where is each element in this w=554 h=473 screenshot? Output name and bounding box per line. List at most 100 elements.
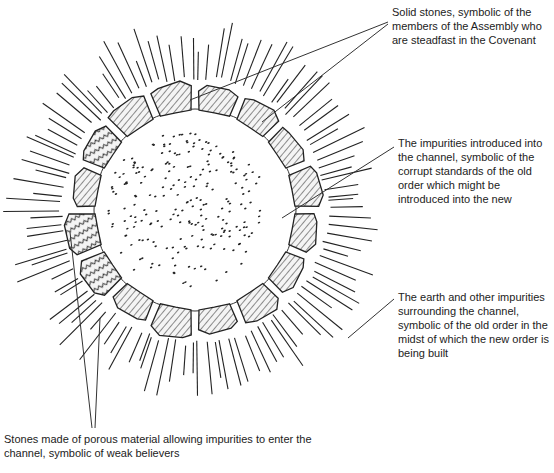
impurity-dot <box>185 140 188 143</box>
impurity-dot <box>182 282 185 285</box>
earth-line <box>17 261 69 282</box>
impurity-dot <box>118 176 121 179</box>
impurity-dot <box>155 210 158 213</box>
impurity-dot <box>194 224 197 227</box>
earth-line <box>49 118 82 139</box>
impurity-dot <box>258 209 261 212</box>
impurity-dot <box>186 166 189 169</box>
impurity-dot <box>154 245 157 248</box>
earth-line <box>55 278 78 292</box>
porous-stone <box>83 126 121 168</box>
earth-line <box>231 39 243 81</box>
impurity-dot <box>138 171 141 174</box>
impurity-dot <box>201 225 204 228</box>
impurity-dot <box>209 247 212 250</box>
earth-line <box>48 129 77 145</box>
impurity-dot <box>245 178 248 181</box>
impurity-dot <box>173 272 176 275</box>
impurity-dot <box>187 151 190 154</box>
impurity-dot <box>145 213 148 216</box>
callout-text: The earth and other impurities surroundi… <box>398 291 550 361</box>
impurity-dot <box>243 226 246 229</box>
earth-line <box>293 83 329 117</box>
impurity-dot <box>205 185 208 188</box>
impurity-dot <box>230 164 233 167</box>
solid-stone <box>199 304 238 334</box>
impurity-dot <box>126 227 129 230</box>
impurity-dot <box>125 234 128 237</box>
earth-line <box>157 36 167 82</box>
impurity-dot <box>112 190 115 193</box>
impurity-dot <box>247 163 250 166</box>
impurity-dot <box>146 238 149 241</box>
impurity-dot <box>183 246 186 249</box>
impurity-dot <box>168 170 171 173</box>
porous-stone <box>80 252 121 295</box>
impurity-dot <box>193 267 196 270</box>
impurity-dot <box>129 215 132 218</box>
earth-line <box>3 210 59 212</box>
impurity-dot <box>132 166 135 169</box>
leader-line <box>282 147 394 218</box>
earth-line <box>35 135 75 154</box>
impurity-dot <box>111 223 114 226</box>
impurity-dot <box>192 145 195 148</box>
earth-line <box>27 231 63 237</box>
earth-line <box>129 333 142 363</box>
impurity-dot <box>169 218 172 221</box>
earth-line <box>28 240 67 249</box>
solid-stone <box>289 166 323 206</box>
impurity-dot <box>221 207 224 210</box>
impurity-dot <box>206 160 209 163</box>
earth-line <box>323 241 361 250</box>
impurity-dot <box>143 209 146 212</box>
impurity-dot <box>111 187 114 190</box>
impurity-dot <box>234 182 237 185</box>
solid-stone <box>113 283 153 320</box>
impurity-dot <box>133 203 136 206</box>
impurity-dot <box>181 209 184 212</box>
earth-line <box>327 233 372 241</box>
impurity-dot <box>163 143 166 146</box>
impurity-dot <box>250 232 253 235</box>
solid-stone <box>151 81 191 116</box>
impurity-dot <box>114 193 117 196</box>
impurity-dot <box>172 135 175 138</box>
impurity-dot <box>204 268 207 271</box>
impurity-dot <box>152 241 155 244</box>
impurity-dot <box>242 193 245 196</box>
impurity-dot <box>168 143 171 146</box>
leader-line <box>70 232 92 428</box>
impurity-dot <box>177 251 180 254</box>
earth-line <box>60 281 82 295</box>
impurity-dot <box>158 264 161 267</box>
impurity-dot <box>202 229 205 232</box>
leader-line <box>348 299 394 338</box>
impurity-dot <box>230 162 233 165</box>
earth-line <box>324 184 358 189</box>
impurity-dot <box>220 235 223 238</box>
earth-line <box>64 74 102 113</box>
impurity-dot <box>230 170 233 173</box>
impurity-dot <box>161 134 164 137</box>
impurity-dot <box>134 195 137 198</box>
impurity-dot <box>140 220 143 223</box>
impurity-dot <box>164 177 167 180</box>
impurity-dot <box>123 159 126 162</box>
impurity-dot <box>201 168 204 171</box>
earth-line <box>30 216 62 218</box>
callout-text: Stones made of porous material allowing … <box>4 433 340 461</box>
impurity-dot <box>201 148 204 151</box>
impurity-dot <box>221 157 224 160</box>
impurity-dot <box>215 145 218 148</box>
impurity-dot <box>165 247 168 250</box>
impurity-dot <box>212 234 215 237</box>
earth-line <box>140 333 150 360</box>
impurity-dot <box>202 246 205 249</box>
impurity-dot <box>251 171 254 174</box>
earth-line <box>27 225 62 229</box>
impurity-dot <box>134 221 137 224</box>
impurity-dot <box>206 182 209 185</box>
solid-stone <box>73 168 101 207</box>
impurity-dot <box>183 186 186 189</box>
